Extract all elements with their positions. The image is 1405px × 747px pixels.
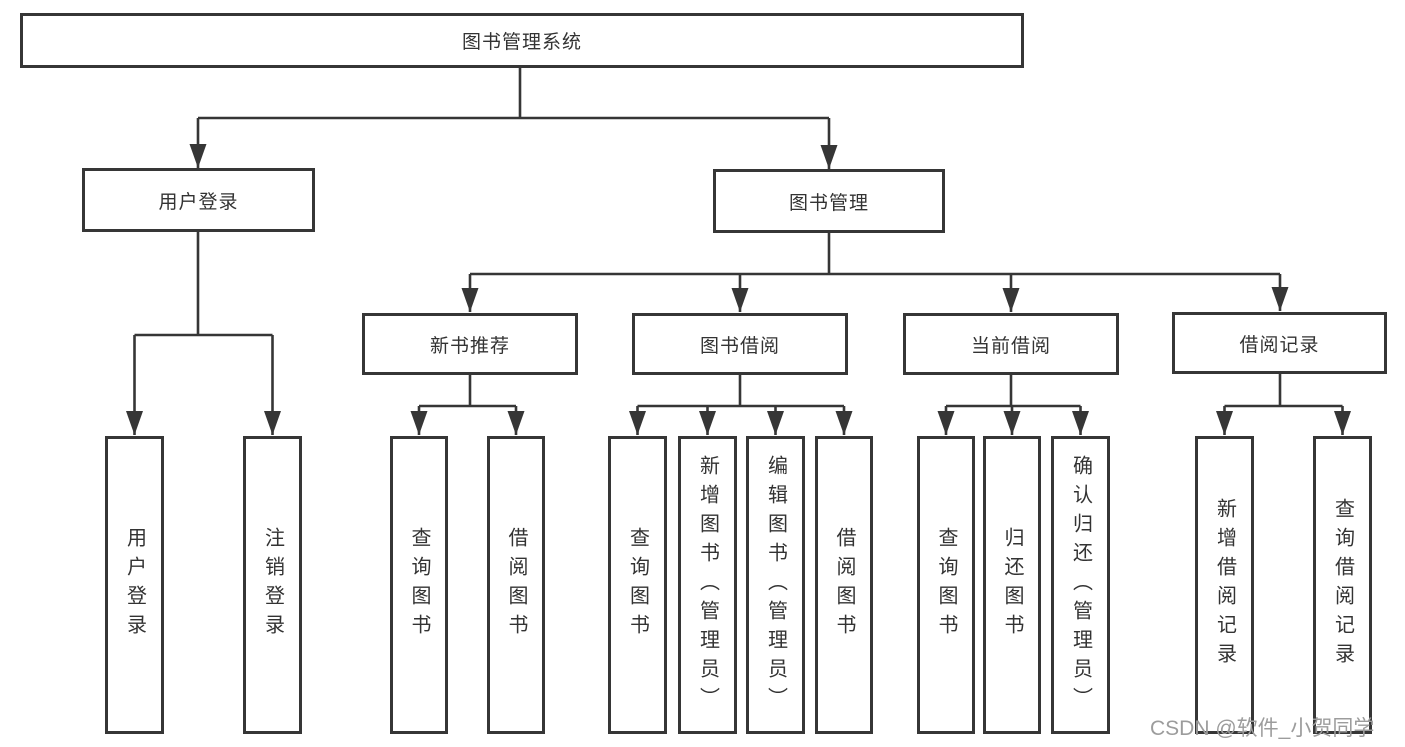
- leaf-bb-query-books: 查询图书: [608, 436, 667, 734]
- node-library-management-system: 图书管理系统: [20, 13, 1024, 68]
- node-current-borrowing: 当前借阅: [903, 313, 1119, 375]
- node-book-management: 图书管理: [713, 169, 945, 233]
- leaf-bb-borrow-books: 借阅图书: [815, 436, 873, 734]
- node-book-borrowing: 图书借阅: [632, 313, 848, 375]
- node-user-login: 用户登录: [82, 168, 315, 232]
- leaf-user-login: 用户登录: [105, 436, 164, 734]
- leaf-nbr-query-books: 查询图书: [390, 436, 448, 734]
- node-borrowing-records: 借阅记录: [1172, 312, 1387, 374]
- leaf-cb-return-books: 归还图书: [983, 436, 1041, 734]
- csdn-watermark: CSDN @软件_小贺同学: [1150, 717, 1375, 740]
- leaf-cb-query-books: 查询图书: [917, 436, 975, 734]
- leaf-br-query-borrow-record: 查询借阅记录: [1313, 436, 1372, 734]
- node-new-book-recommendation: 新书推荐: [362, 313, 578, 375]
- leaf-logout: 注销登录: [243, 436, 302, 734]
- leaf-bb-edit-books-admin: 编辑图书（管理员）: [746, 436, 805, 734]
- leaf-nbr-borrow-books: 借阅图书: [487, 436, 545, 734]
- leaf-cb-confirm-return-admin: 确认归还（管理员）: [1051, 436, 1110, 734]
- leaf-br-add-borrow-record: 新增借阅记录: [1195, 436, 1254, 734]
- leaf-bb-add-books-admin: 新增图书（管理员）: [678, 436, 737, 734]
